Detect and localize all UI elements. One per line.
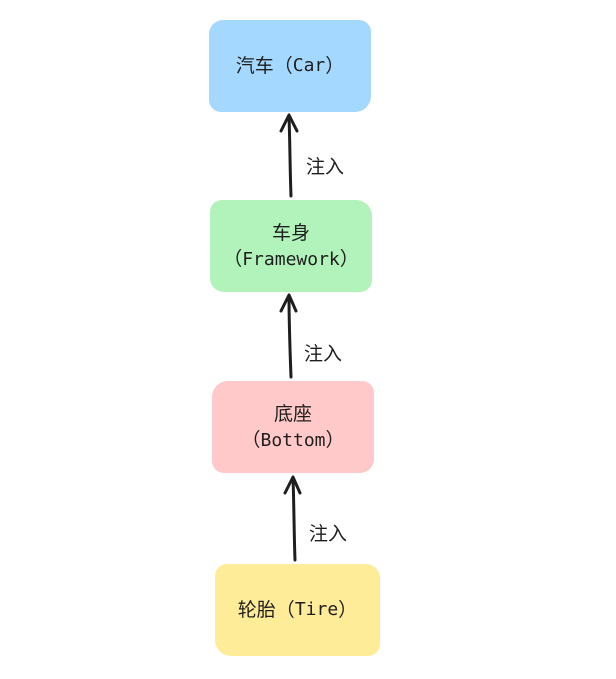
node-bottom[interactable]: 底座 （Bottom）	[212, 381, 374, 473]
node-bottom-code-line: （Bottom）	[241, 427, 344, 454]
node-bottom-paren-close: ）	[325, 428, 345, 451]
node-bottom-code: Bottom	[260, 429, 326, 451]
node-bottom-paren-open: （	[241, 428, 261, 451]
node-framework-code-line: （Framework）	[223, 246, 359, 273]
arrow-tire-to-bottom	[283, 475, 302, 562]
edge-label-framework-car: 注入	[306, 156, 345, 178]
arrow-framework-to-car	[279, 113, 299, 198]
node-car-label: 汽车（	[235, 55, 293, 77]
node-framework-paren-open: （	[223, 247, 243, 270]
node-tire-code: Tire	[294, 599, 339, 620]
edge-label-bottom-framework: 注入	[304, 343, 343, 365]
node-tire-label-end: ）	[338, 599, 358, 621]
node-car[interactable]: 汽车（Car）	[209, 20, 371, 112]
node-framework[interactable]: 车身 （Framework）	[210, 200, 372, 292]
node-car-label-end: ）	[325, 55, 345, 77]
node-framework-label: 车身	[271, 221, 310, 244]
edge-label-tire-bottom: 注入	[309, 523, 348, 545]
node-tire[interactable]: 轮胎（Tire）	[215, 564, 380, 656]
node-car-code: Car	[292, 55, 326, 76]
arrow-bottom-to-framework	[279, 293, 298, 379]
node-framework-paren-close: ）	[339, 247, 359, 270]
node-framework-code: Framework	[242, 248, 340, 270]
node-bottom-label: 底座	[273, 402, 312, 425]
node-tire-label: 轮胎（	[237, 599, 295, 621]
